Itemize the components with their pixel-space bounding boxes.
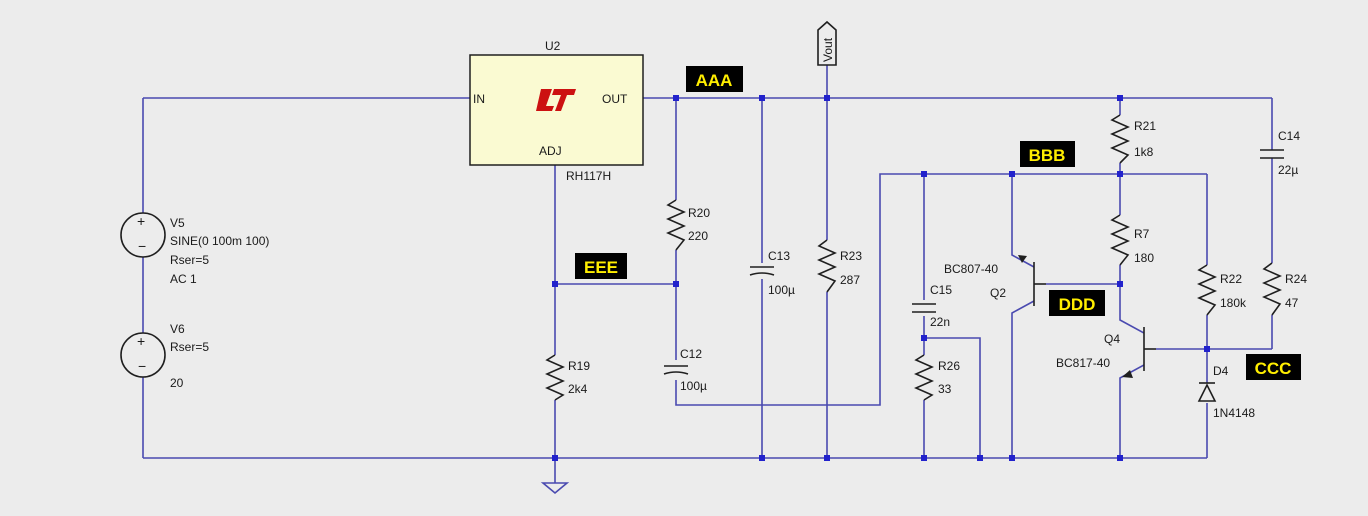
plus-icon: + [137, 213, 145, 229]
minus-icon: − [138, 238, 146, 254]
v5-line1: SINE(0 100m 100) [170, 234, 269, 248]
resistor-symbol [817, 239, 837, 293]
q4-model: BC817-40 [1056, 356, 1110, 370]
node-tag-aaa[interactable]: AAA [686, 66, 743, 92]
v6-line2: 20 [170, 376, 184, 390]
pin-in-label: IN [473, 92, 485, 106]
resistor-r24[interactable]: R24 47 [1262, 262, 1307, 316]
minus-icon: − [138, 358, 146, 374]
d4-ref: D4 [1213, 364, 1229, 378]
wires [142, 65, 1273, 483]
resistor-symbol [1110, 214, 1130, 266]
r26-ref: R26 [938, 359, 960, 373]
capacitor-c14[interactable]: C14 22µ [1260, 129, 1300, 177]
capacitor-c12[interactable]: C12 100µ [663, 347, 707, 393]
junction-dots [552, 95, 1210, 461]
r24-value: 47 [1285, 296, 1299, 310]
c12-ref: C12 [680, 347, 702, 361]
c12-value: 100µ [680, 379, 707, 393]
capacitor-c15[interactable]: C15 22n [912, 283, 952, 329]
transistor-q2[interactable]: BC807-40 Q2 [944, 255, 1046, 306]
resistor-r23[interactable]: R23 287 [817, 239, 862, 293]
resistor-r20[interactable]: R20 220 [666, 199, 710, 251]
resistor-r22[interactable]: R22 180k [1197, 264, 1247, 316]
node-tag-bbb[interactable]: BBB [1020, 141, 1075, 167]
r20-ref: R20 [688, 206, 710, 220]
port-flag-shape [817, 20, 837, 66]
r21-ref: R21 [1134, 119, 1156, 133]
resistor-symbol [1197, 264, 1217, 316]
resistor-r7[interactable]: R7 180 [1110, 214, 1154, 266]
resistor-symbol [666, 199, 686, 251]
r20-value: 220 [688, 229, 708, 243]
v6-ref: V6 [170, 322, 185, 336]
diode-triangle-icon [1197, 383, 1217, 402]
c14-ref: C14 [1278, 129, 1300, 143]
source-v6-symbol [120, 332, 166, 378]
transistor-q4[interactable]: Q4 BC817-40 [1056, 327, 1156, 378]
capacitor-c13[interactable]: C13 100µ [749, 249, 795, 297]
r19-value: 2k4 [568, 382, 588, 396]
r21-value: 1k8 [1134, 145, 1154, 159]
d4-model: 1N4148 [1213, 406, 1255, 420]
v5-line3: AC 1 [170, 272, 197, 286]
plus-icon: + [137, 333, 145, 349]
resistor-symbol [545, 354, 565, 401]
vout-label: Vout [821, 37, 835, 62]
resistor-symbol [1110, 114, 1130, 164]
regulator-u2[interactable]: U2 IN OUT ADJ RH117H [469, 39, 644, 183]
vout-port[interactable]: Vout [817, 20, 837, 66]
resistor-r26[interactable]: R26 33 [914, 354, 960, 401]
source-v6[interactable]: + − V6 Rser=5 20 [120, 322, 209, 390]
q4-ref: Q4 [1104, 332, 1120, 346]
resistor-r19[interactable]: R19 2k4 [545, 354, 590, 401]
pin-adj-label: ADJ [539, 144, 562, 158]
linear-technology-logo [536, 89, 576, 111]
r24-ref: R24 [1285, 272, 1307, 286]
r7-value: 180 [1134, 251, 1154, 265]
node-tag-aaa-label: AAA [696, 71, 733, 90]
c13-value: 100µ [768, 283, 795, 297]
resistor-symbol [914, 354, 934, 401]
source-v5[interactable]: + − V5 SINE(0 100m 100) Rser=5 AC 1 [120, 212, 269, 286]
r22-ref: R22 [1220, 272, 1242, 286]
v5-line2: Rser=5 [170, 253, 209, 267]
node-tag-bbb-label: BBB [1029, 146, 1066, 165]
q2-model: BC807-40 [944, 262, 998, 276]
node-tag-eee-label: EEE [584, 258, 618, 277]
r7-ref: R7 [1134, 227, 1150, 241]
node-tag-ddd-label: DDD [1059, 295, 1096, 314]
emitter-arrow-icon [1122, 370, 1133, 378]
node-tag-ddd[interactable]: DDD [1049, 290, 1105, 316]
emitter-arrow-icon [1018, 255, 1027, 263]
node-tag-ccc-label: CCC [1255, 359, 1292, 378]
resistor-r21[interactable]: R21 1k8 [1110, 114, 1156, 164]
source-v5-symbol [120, 212, 166, 258]
c14-value: 22µ [1278, 163, 1298, 177]
diode-d4[interactable]: D4 1N4148 [1197, 364, 1255, 420]
regulator-model: RH117H [566, 169, 611, 183]
v6-line1: Rser=5 [170, 340, 209, 354]
r26-value: 33 [938, 382, 952, 396]
r23-ref: R23 [840, 249, 862, 263]
q2-ref: Q2 [990, 286, 1006, 300]
r19-ref: R19 [568, 359, 590, 373]
node-tag-eee[interactable]: EEE [575, 253, 627, 279]
resistor-symbol [1262, 262, 1282, 316]
r22-value: 180k [1220, 296, 1247, 310]
v5-ref: V5 [170, 216, 185, 230]
c13-ref: C13 [768, 249, 790, 263]
node-tag-ccc[interactable]: CCC [1246, 354, 1301, 380]
ground-symbol [540, 482, 570, 495]
pin-out-label: OUT [602, 92, 628, 106]
c15-ref: C15 [930, 283, 952, 297]
c15-value: 22n [930, 315, 950, 329]
regulator-ref: U2 [545, 39, 561, 53]
r23-value: 287 [840, 273, 860, 287]
